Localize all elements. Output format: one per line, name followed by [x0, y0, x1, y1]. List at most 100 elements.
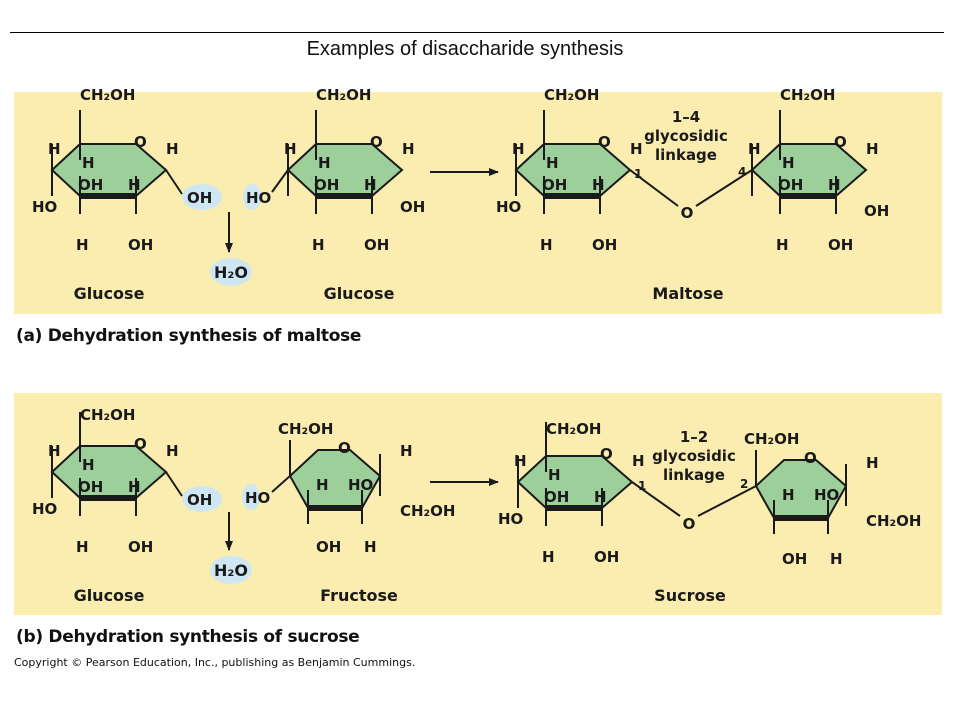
oh-bottom-label: OH — [128, 538, 153, 556]
oh-highlight — [182, 486, 222, 512]
sucrose-left-ring: CH₂OH O H H H OH H HO H OH 1 — [498, 420, 646, 566]
h-upper-right-label: H — [630, 140, 643, 158]
linkage-line-2-b: glycosidic — [652, 447, 736, 465]
glucose-a-left-name: Glucose — [74, 284, 145, 303]
ch2oh-right-label: CH₂OH — [400, 502, 455, 520]
h-inner-label: H — [316, 476, 329, 494]
h-upper-left-label: H — [748, 140, 761, 158]
h-bottom-label: H — [540, 236, 553, 254]
linkage-line-1-b: 1–2 — [680, 428, 708, 446]
h-bottom-label: H — [776, 236, 789, 254]
ho-inner-label: HO — [814, 486, 839, 504]
oh-inner-label: OH — [544, 488, 569, 506]
h-upper-left-label: H — [48, 442, 61, 460]
oh-inner-label: OH — [542, 176, 567, 194]
ch2oh-top-label: CH₂OH — [744, 430, 799, 448]
h-upper-left-label: H — [512, 140, 525, 158]
ho-inner-label: HO — [348, 476, 373, 494]
linkage-line-2-a: glycosidic — [644, 127, 728, 145]
h-upper-left-label: H — [514, 452, 527, 470]
ring-oxygen-label: O — [834, 133, 847, 151]
ring-oxygen-label: O — [134, 133, 147, 151]
carbon-number-2: 2 — [740, 477, 748, 491]
h-bottom-label: H — [76, 236, 89, 254]
oh-right-label: OH — [864, 202, 889, 220]
h-upper-right-label: H — [166, 140, 179, 158]
oh-bottom-label: OH — [592, 236, 617, 254]
ch2oh-label: CH₂OH — [780, 86, 835, 104]
h-upper-right-label: H — [166, 442, 179, 460]
ch2oh-label: CH₂OH — [80, 406, 135, 424]
ho-left-label: HO — [245, 489, 270, 507]
ring-oxygen-label: O — [598, 133, 611, 151]
ch2oh-label: CH₂OH — [80, 86, 135, 104]
h-bottom-label: H — [830, 550, 843, 568]
oh-bottom-label: OH — [594, 548, 619, 566]
water-highlight-a — [210, 258, 252, 286]
h-bottom-label: H — [364, 538, 377, 556]
water-highlight-b — [210, 556, 252, 584]
ch2oh-label: CH₂OH — [316, 86, 371, 104]
h-right-label: H — [866, 454, 879, 472]
h-inner-label: H — [828, 176, 841, 194]
h-bottom-label: H — [76, 538, 89, 556]
h-inner-top-label: H — [546, 154, 559, 172]
h-inner-label: H — [592, 176, 605, 194]
h-bottom-label: H — [542, 548, 555, 566]
h-inner-top-label: H — [548, 466, 561, 484]
copyright-notice: Copyright © Pearson Education, Inc., pub… — [14, 656, 416, 669]
panel-a-caption: (a) Dehydration synthesis of maltose — [16, 326, 362, 346]
h-inner-label: H — [128, 176, 141, 194]
linkage-line-3-b: linkage — [663, 466, 725, 484]
h-inner-label: H — [782, 486, 795, 504]
ring-oxygen-label: O — [370, 133, 383, 151]
carbon-number-1: 1 — [638, 479, 646, 493]
panel-a-background — [14, 92, 942, 314]
h-inner-label: H — [594, 488, 607, 506]
ring-oxygen-label: O — [804, 449, 817, 467]
bond-left-a — [629, 169, 679, 207]
carbon-number-1: 1 — [634, 167, 642, 181]
glucose-a-right: CH₂OH O H H H OH H HO OH H OH — [243, 86, 425, 254]
oh-inner-label: OH — [78, 176, 103, 194]
oh-bottom-label: OH — [828, 236, 853, 254]
ho-left-label: HO — [498, 510, 523, 528]
oh-right-label: OH — [187, 189, 212, 207]
bridge-oxygen-a: O — [681, 204, 694, 222]
h-upper-left-label: H — [48, 140, 61, 158]
h-inner-top-label: H — [82, 456, 95, 474]
oh-inner-label: OH — [778, 176, 803, 194]
oh-right-label: OH — [187, 491, 212, 509]
sucrose-right-ring: CH₂OH O H HO H CH₂OH OH H — [744, 430, 921, 568]
h-bottom-label: H — [312, 236, 325, 254]
h-inner-label: H — [128, 478, 141, 496]
h-upper-left-label: H — [284, 140, 297, 158]
oh-bottom-label: OH — [782, 550, 807, 568]
ho-left-label: HO — [32, 500, 57, 518]
panel-b-caption: (b) Dehydration synthesis of sucrose — [16, 627, 360, 647]
h-inner-label: H — [364, 176, 377, 194]
h-upper-right-label: H — [632, 452, 645, 470]
bond-left-b — [631, 481, 681, 517]
ch2oh-right-label: CH₂OH — [866, 512, 921, 530]
h-inner-top-label: H — [782, 154, 795, 172]
h-highlight — [242, 484, 260, 510]
fructose-b: CH₂OH O HO H HO H CH₂OH OH H — [242, 420, 455, 556]
ch2oh-label: CH₂OH — [546, 420, 601, 438]
ring-oxygen-label: O — [600, 445, 613, 463]
h-inner-top-label: H — [82, 154, 95, 172]
fructose-name: Fructose — [320, 586, 398, 605]
ch2oh-label: CH₂OH — [544, 86, 599, 104]
glucose-b: CH₂OH O H H H OH H HO H OH OH — [32, 406, 222, 556]
oh-bottom-label: OH — [316, 538, 341, 556]
bridge-oxygen-b: O — [683, 515, 696, 533]
page-title: Examples of disaccharide synthesis — [306, 38, 624, 60]
water-label-a: H₂O — [214, 263, 248, 282]
bond-right-b — [697, 485, 757, 517]
ho-left-label: HO — [32, 198, 57, 216]
glucose-b-name: Glucose — [74, 586, 145, 605]
bond-right-a — [695, 169, 753, 207]
ring-oxygen-label: O — [338, 439, 351, 457]
maltose-right-ring: CH₂OH O H H H OH H OH H OH — [748, 86, 889, 254]
